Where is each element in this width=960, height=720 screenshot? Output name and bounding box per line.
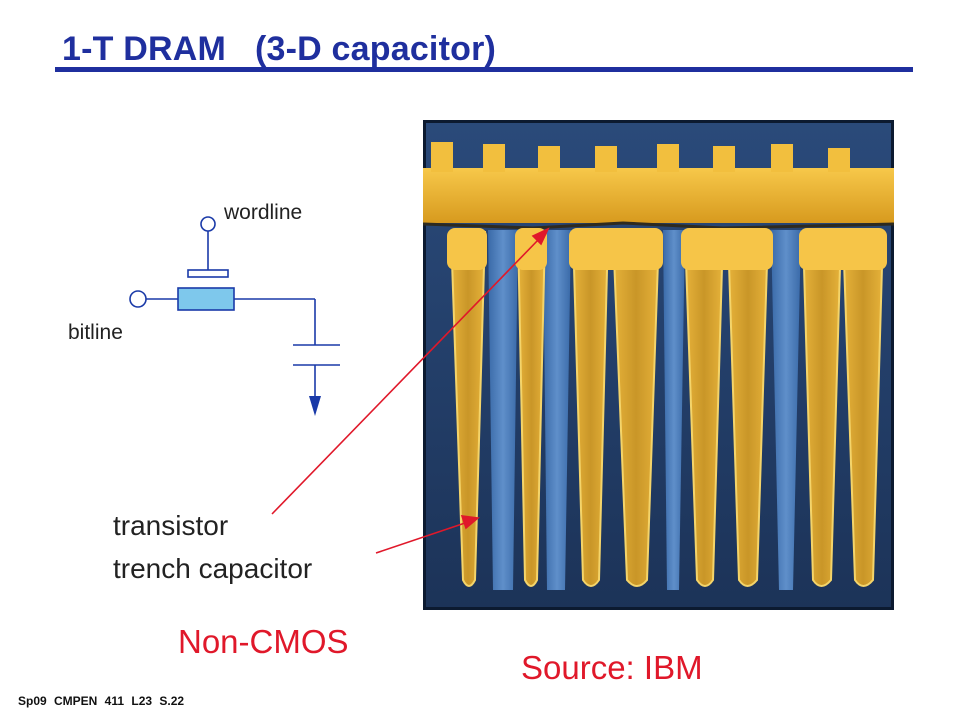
transistor-body [177,287,235,311]
title-underline [55,67,913,72]
transistor-label: transistor [113,510,229,541]
trench-capacitor-micrograph [423,120,894,610]
trench-capacitor-label: trench capacitor [113,553,313,584]
slide-title: 1-T DRAM (3-D capacitor) [62,30,497,68]
source-credit: Source: IBM [521,649,703,686]
slide-footer: Sp09 CMPEN 411 L23 S.22 [18,694,185,708]
transistor-gate [187,269,229,278]
wordline-terminal [200,216,216,232]
bitline-label: bitline [68,321,123,344]
wordline-label: wordline [224,201,303,224]
ground-arrow-icon [309,396,321,416]
dram-cell-schematic [129,216,340,416]
bitline-terminal [129,290,147,308]
non-cmos-note: Non-CMOS [178,623,349,660]
